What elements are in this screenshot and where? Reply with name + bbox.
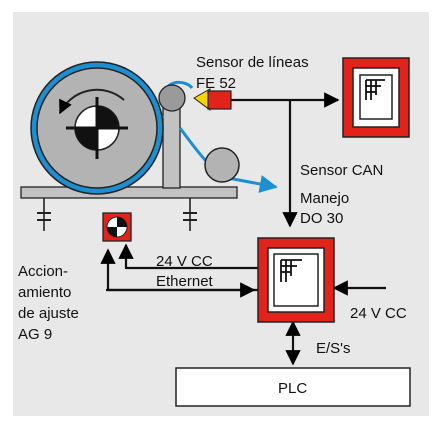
line-sensor-model-label: FE 52 — [196, 75, 237, 92]
line-sensor-label: Sensor de líneas — [196, 54, 309, 71]
control-unit-do30 — [257, 237, 335, 323]
drive-label-line1: Accion- — [18, 263, 69, 280]
display-unit — [342, 57, 410, 138]
drive-label-line3: de ajuste — [18, 305, 79, 322]
can-sensor-label: Sensor CAN — [300, 162, 384, 179]
drive-actuator-ag9 — [102, 212, 132, 242]
roller-column — [162, 99, 181, 189]
drive-model-label: AG 9 — [18, 326, 53, 343]
supply-left-label: 24 V CC — [156, 253, 213, 270]
supply-right-label: 24 V CC — [350, 305, 407, 322]
control-model-label: DO 30 — [300, 210, 344, 227]
plc-label: PLC — [278, 380, 308, 397]
drive-label-line2: amiento — [18, 284, 72, 301]
io-label: E/S's — [316, 340, 351, 357]
main-roll — [30, 61, 164, 195]
ethernet-label: Ethernet — [156, 273, 213, 290]
upper-roller — [158, 84, 186, 112]
control-label: Manejo — [300, 190, 350, 207]
machine-base — [20, 186, 238, 231]
lower-roller — [204, 147, 240, 183]
connection-lines — [100, 92, 386, 366]
plc-box — [175, 367, 411, 407]
line-sensor-fe52 — [193, 88, 232, 111]
